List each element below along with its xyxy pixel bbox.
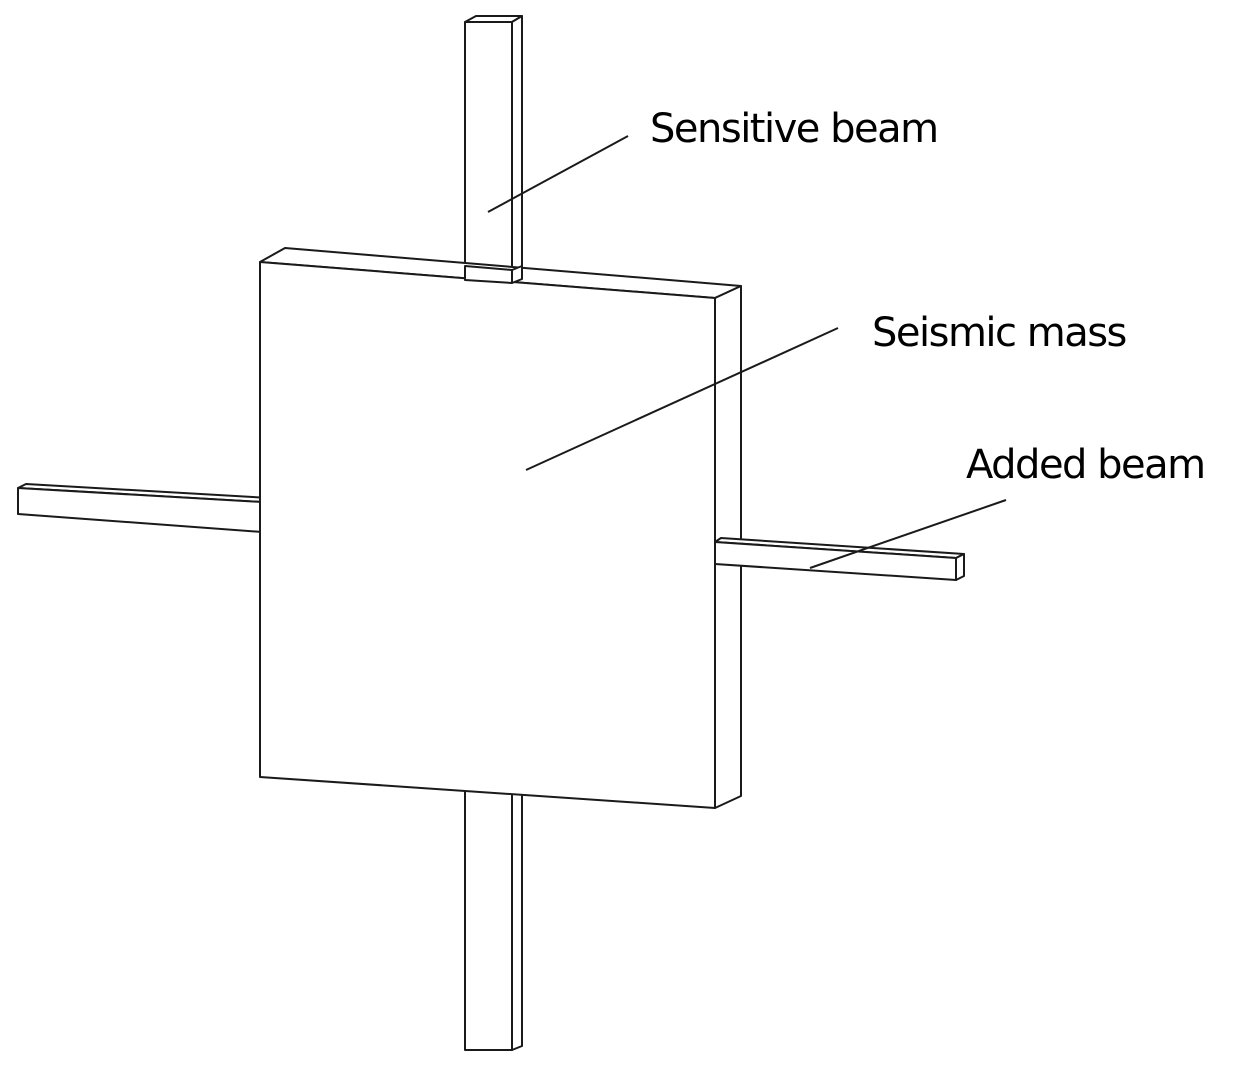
beam-joint-side — [511, 265, 523, 284]
mass-front-face — [259, 261, 716, 809]
sensitive-beam-joint — [464, 265, 523, 284]
sensitive-beam-top — [464, 15, 523, 283]
beam-top-side — [511, 15, 523, 281]
beam-bottom-side — [511, 785, 523, 1051]
beam-top-front — [464, 21, 513, 283]
beam-joint-front — [464, 265, 513, 284]
label-added-beam: Added beam — [966, 442, 1205, 488]
label-sensitive-beam: Sensitive beam — [650, 106, 938, 152]
beam-bottom-front — [464, 787, 513, 1051]
added-beam-left — [17, 483, 271, 533]
label-seismic-mass: Seismic mass — [872, 310, 1126, 356]
beam-right-front — [714, 541, 957, 581]
added-beam-right — [714, 537, 965, 581]
leader-seismic-mass — [525, 327, 839, 471]
sensitive-beam-bottom — [464, 785, 523, 1051]
leader-sensitive-beam — [487, 135, 629, 213]
leader-added-beam — [809, 499, 1007, 569]
seismic-mass — [259, 247, 742, 809]
beam-right-end — [955, 553, 965, 581]
